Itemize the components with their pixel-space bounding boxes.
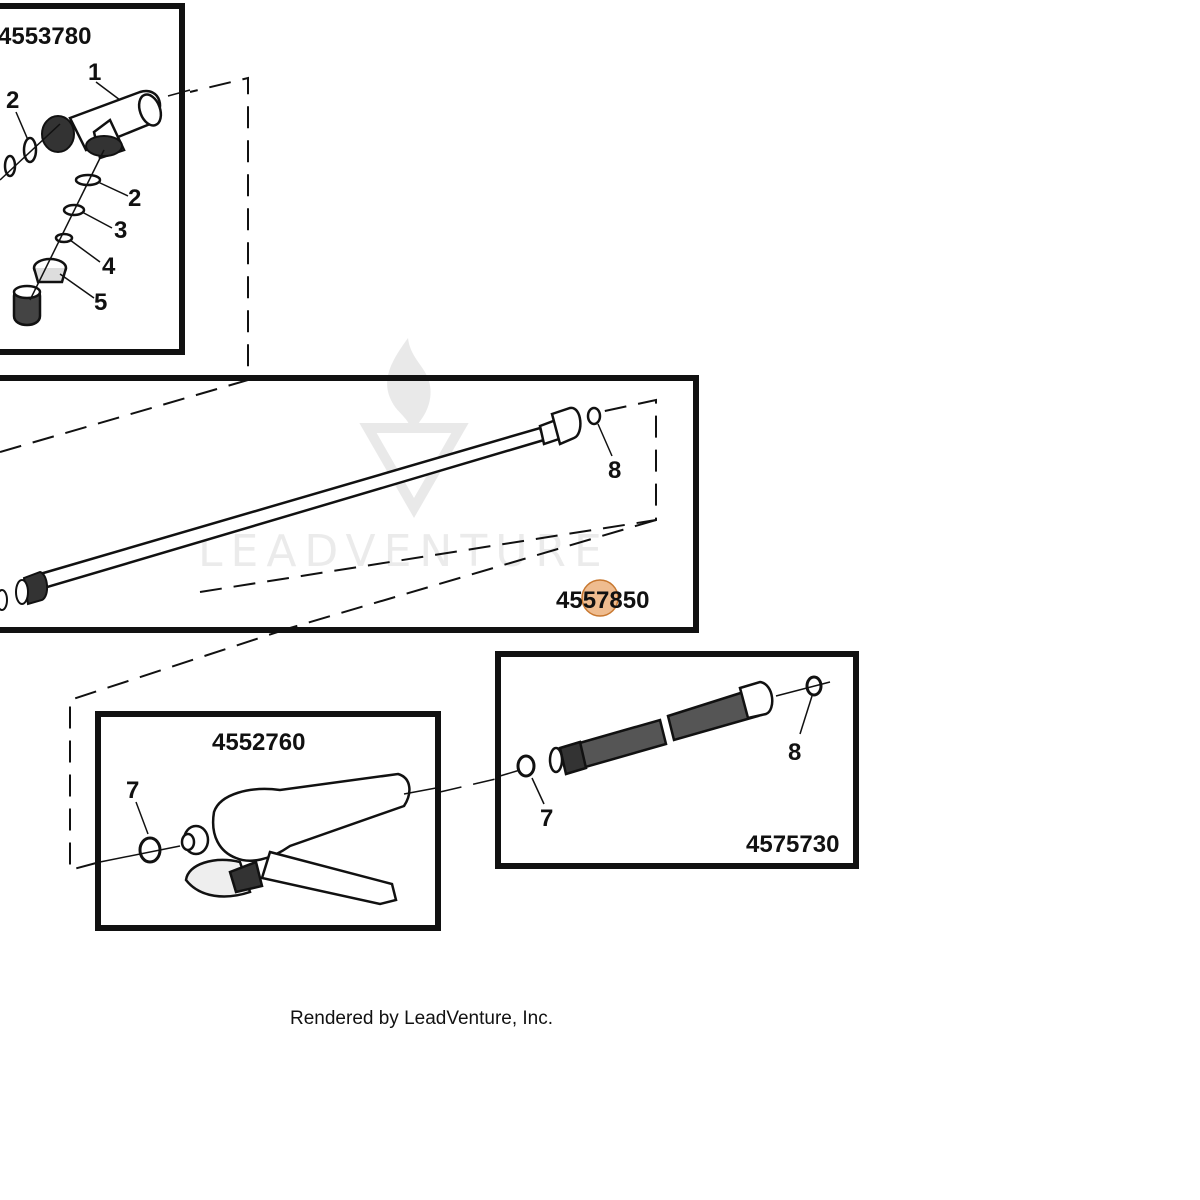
footer-credit: Rendered by LeadVenture, Inc. [290, 1008, 553, 1029]
watermark-text: LEADVENTURE [198, 526, 610, 577]
leader-line [135, 801, 149, 835]
part-number-label[interactable]: 4557850 [556, 587, 649, 614]
callout-number[interactable]: 8 [788, 739, 801, 766]
hex-nut [0, 570, 48, 611]
part-number-label[interactable]: 4553780 [0, 23, 91, 50]
callout-number[interactable]: 2 [128, 185, 141, 212]
leader-line [799, 695, 813, 735]
leader-line [597, 423, 613, 457]
leader-lines [15, 81, 129, 299]
washer [3, 136, 102, 244]
trigger-handle [180, 772, 411, 906]
callout-number[interactable]: 5 [94, 289, 107, 316]
hex-nut [41, 115, 123, 157]
group-4552760: 4552760 7 [95, 711, 441, 931]
watermark-logo: LEADVENTURE [198, 338, 610, 577]
assembly-dashed-lines [0, 76, 657, 872]
part-number-label[interactable]: 4552760 [212, 729, 305, 756]
group-box [0, 375, 699, 633]
extension-wand [516, 675, 823, 778]
washer [586, 406, 602, 426]
callout-number[interactable]: 8 [608, 457, 621, 484]
leader-line [531, 777, 545, 805]
callout-number[interactable]: 3 [114, 217, 127, 244]
group-4557850: 8 4557850 [0, 375, 699, 633]
axis-line [403, 787, 437, 795]
axis-line [499, 769, 521, 777]
nozzle-cap [12, 257, 68, 327]
callout-number[interactable]: 7 [126, 777, 139, 804]
group-4575730: 7 8 4575730 [495, 651, 859, 869]
hotspot-marker[interactable] [581, 579, 619, 617]
callout-number[interactable]: 4 [102, 253, 116, 280]
part-number-label[interactable]: 4575730 [746, 831, 839, 858]
axis-line [99, 845, 181, 863]
callout-number[interactable]: 1 [88, 59, 101, 86]
callout-number[interactable]: 2 [6, 87, 19, 114]
group-4553780: 4553780 [0, 3, 191, 355]
callout-number[interactable]: 7 [540, 805, 553, 832]
axis-lines [0, 89, 191, 301]
axis-line [775, 681, 831, 697]
axis-line [439, 777, 501, 793]
